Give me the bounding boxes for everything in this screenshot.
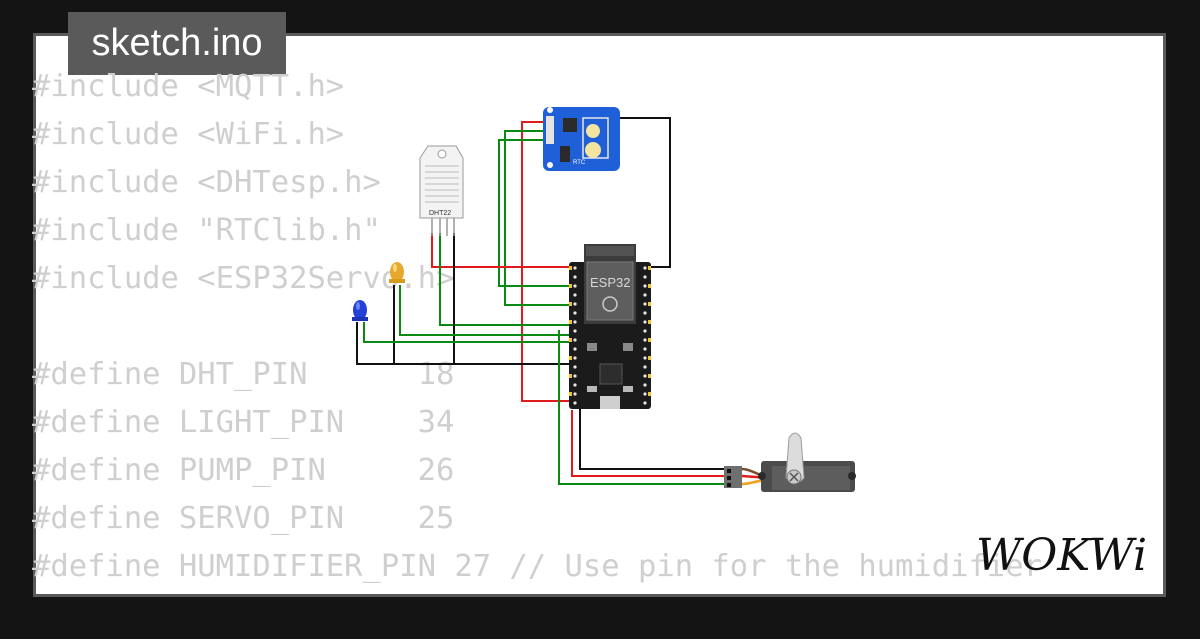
code-line: #define LIGHT_PIN 34: [32, 405, 455, 440]
wire-led-yellow-anode: [399, 285, 572, 336]
wire-dht-data: [439, 233, 572, 326]
wire-servo-gnd: [579, 405, 728, 470]
rtc-label: RTC: [573, 160, 586, 166]
wire-rtc-scl: [498, 139, 572, 287]
servo-motor[interactable]: [724, 432, 856, 492]
wire-servo-signal: [558, 330, 728, 485]
wire-servo-vcc: [571, 410, 728, 477]
wires: [356, 117, 728, 485]
dht22-sensor[interactable]: DHT22: [419, 145, 464, 236]
wire-rtc-vcc: [521, 121, 572, 402]
wire-dht-gnd: [453, 233, 572, 365]
code-line: #define DHT_PIN 18: [32, 357, 455, 392]
code-line: #include <MQTT.h>: [32, 69, 345, 104]
file-tab-label: sketch.ino: [91, 22, 263, 64]
dht22-label: DHT22: [429, 210, 451, 217]
esp32-board[interactable]: ESP32: [569, 244, 651, 409]
code-line: #define SERVO_PIN 25: [32, 501, 455, 536]
wokwi-logo-text: WOKWi: [976, 530, 1147, 580]
wire-dht-vcc: [431, 233, 572, 268]
wokwi-logo: WOKWi: [976, 530, 1147, 580]
wire-led-blue-cathode: [356, 322, 454, 365]
code-line: #include <WiFi.h>: [32, 117, 345, 152]
led-blue[interactable]: [352, 300, 368, 321]
code-line: #include <ESP32Servo.h>: [32, 261, 455, 296]
code-line: #define HUMIDIFIER_PIN 27 // Use pin for…: [32, 549, 1042, 584]
file-tab[interactable]: sketch.ino: [68, 12, 286, 75]
wire-rtc-gnd: [600, 117, 671, 268]
code-line: #include "RTClib.h": [32, 213, 381, 248]
wire-rtc-sda: [504, 130, 572, 306]
code-editor: #include <MQTT.h> #include <WiFi.h> #inclu…: [32, 63, 1042, 639]
wire-led-blue-anode: [363, 322, 572, 343]
led-yellow[interactable]: [389, 262, 405, 283]
code-line: #include <DHTesp.h>: [32, 165, 381, 200]
esp32-label: ESP32: [590, 275, 630, 290]
code-line: #define PUMP_PIN 26: [32, 453, 455, 488]
rtc-module[interactable]: RTC: [543, 107, 620, 171]
